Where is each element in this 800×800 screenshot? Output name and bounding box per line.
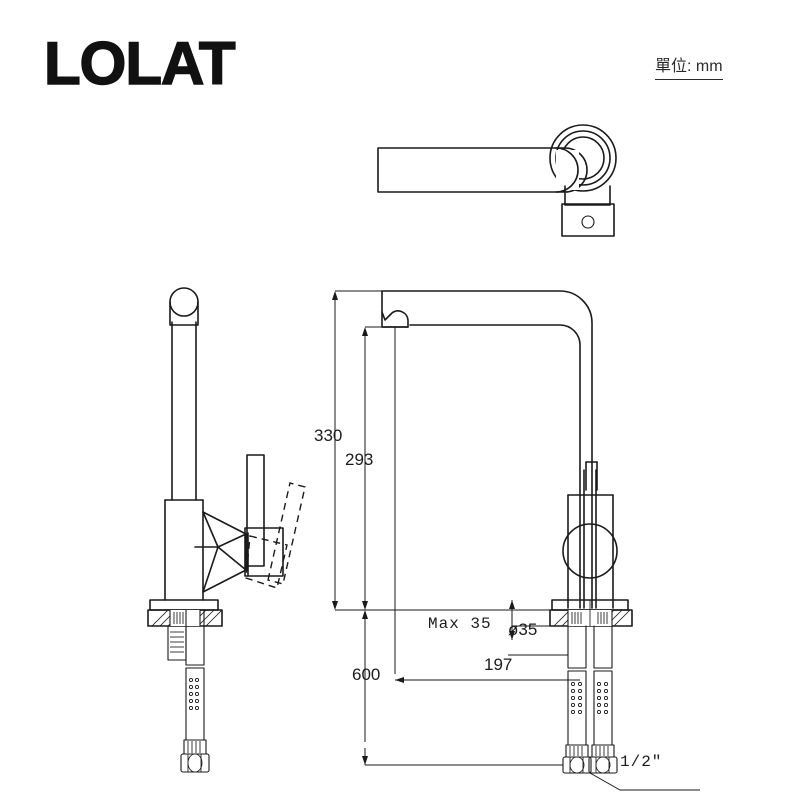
dimension-lines bbox=[332, 290, 700, 791]
top-view-spout bbox=[377, 124, 617, 237]
supply-hose-right bbox=[588, 625, 618, 774]
brand-logo: LOLAT bbox=[43, 30, 236, 97]
dimension-label-hole-dia: ø35 bbox=[508, 620, 538, 639]
knurl-band bbox=[173, 612, 184, 624]
front-elevation-faucet bbox=[381, 290, 633, 774]
dimension-label-hose-length: 600 bbox=[352, 665, 381, 684]
supply-hose-left bbox=[562, 625, 592, 774]
hose-braid-texture bbox=[188, 677, 200, 711]
unit-note: 單位: mm bbox=[655, 52, 723, 80]
dimension-label-thread: 1/2" bbox=[620, 753, 663, 771]
dimension-label-reach: 197 bbox=[484, 655, 513, 674]
dimension-label-height-outlet: 293 bbox=[345, 450, 374, 469]
side-elevation-faucet bbox=[147, 287, 306, 773]
dimension-label-height-total: 330 bbox=[314, 426, 343, 445]
shank-threads bbox=[170, 631, 184, 653]
knurl-band-front bbox=[571, 612, 608, 624]
dimension-label-deck-max: Max 35 bbox=[428, 615, 492, 633]
